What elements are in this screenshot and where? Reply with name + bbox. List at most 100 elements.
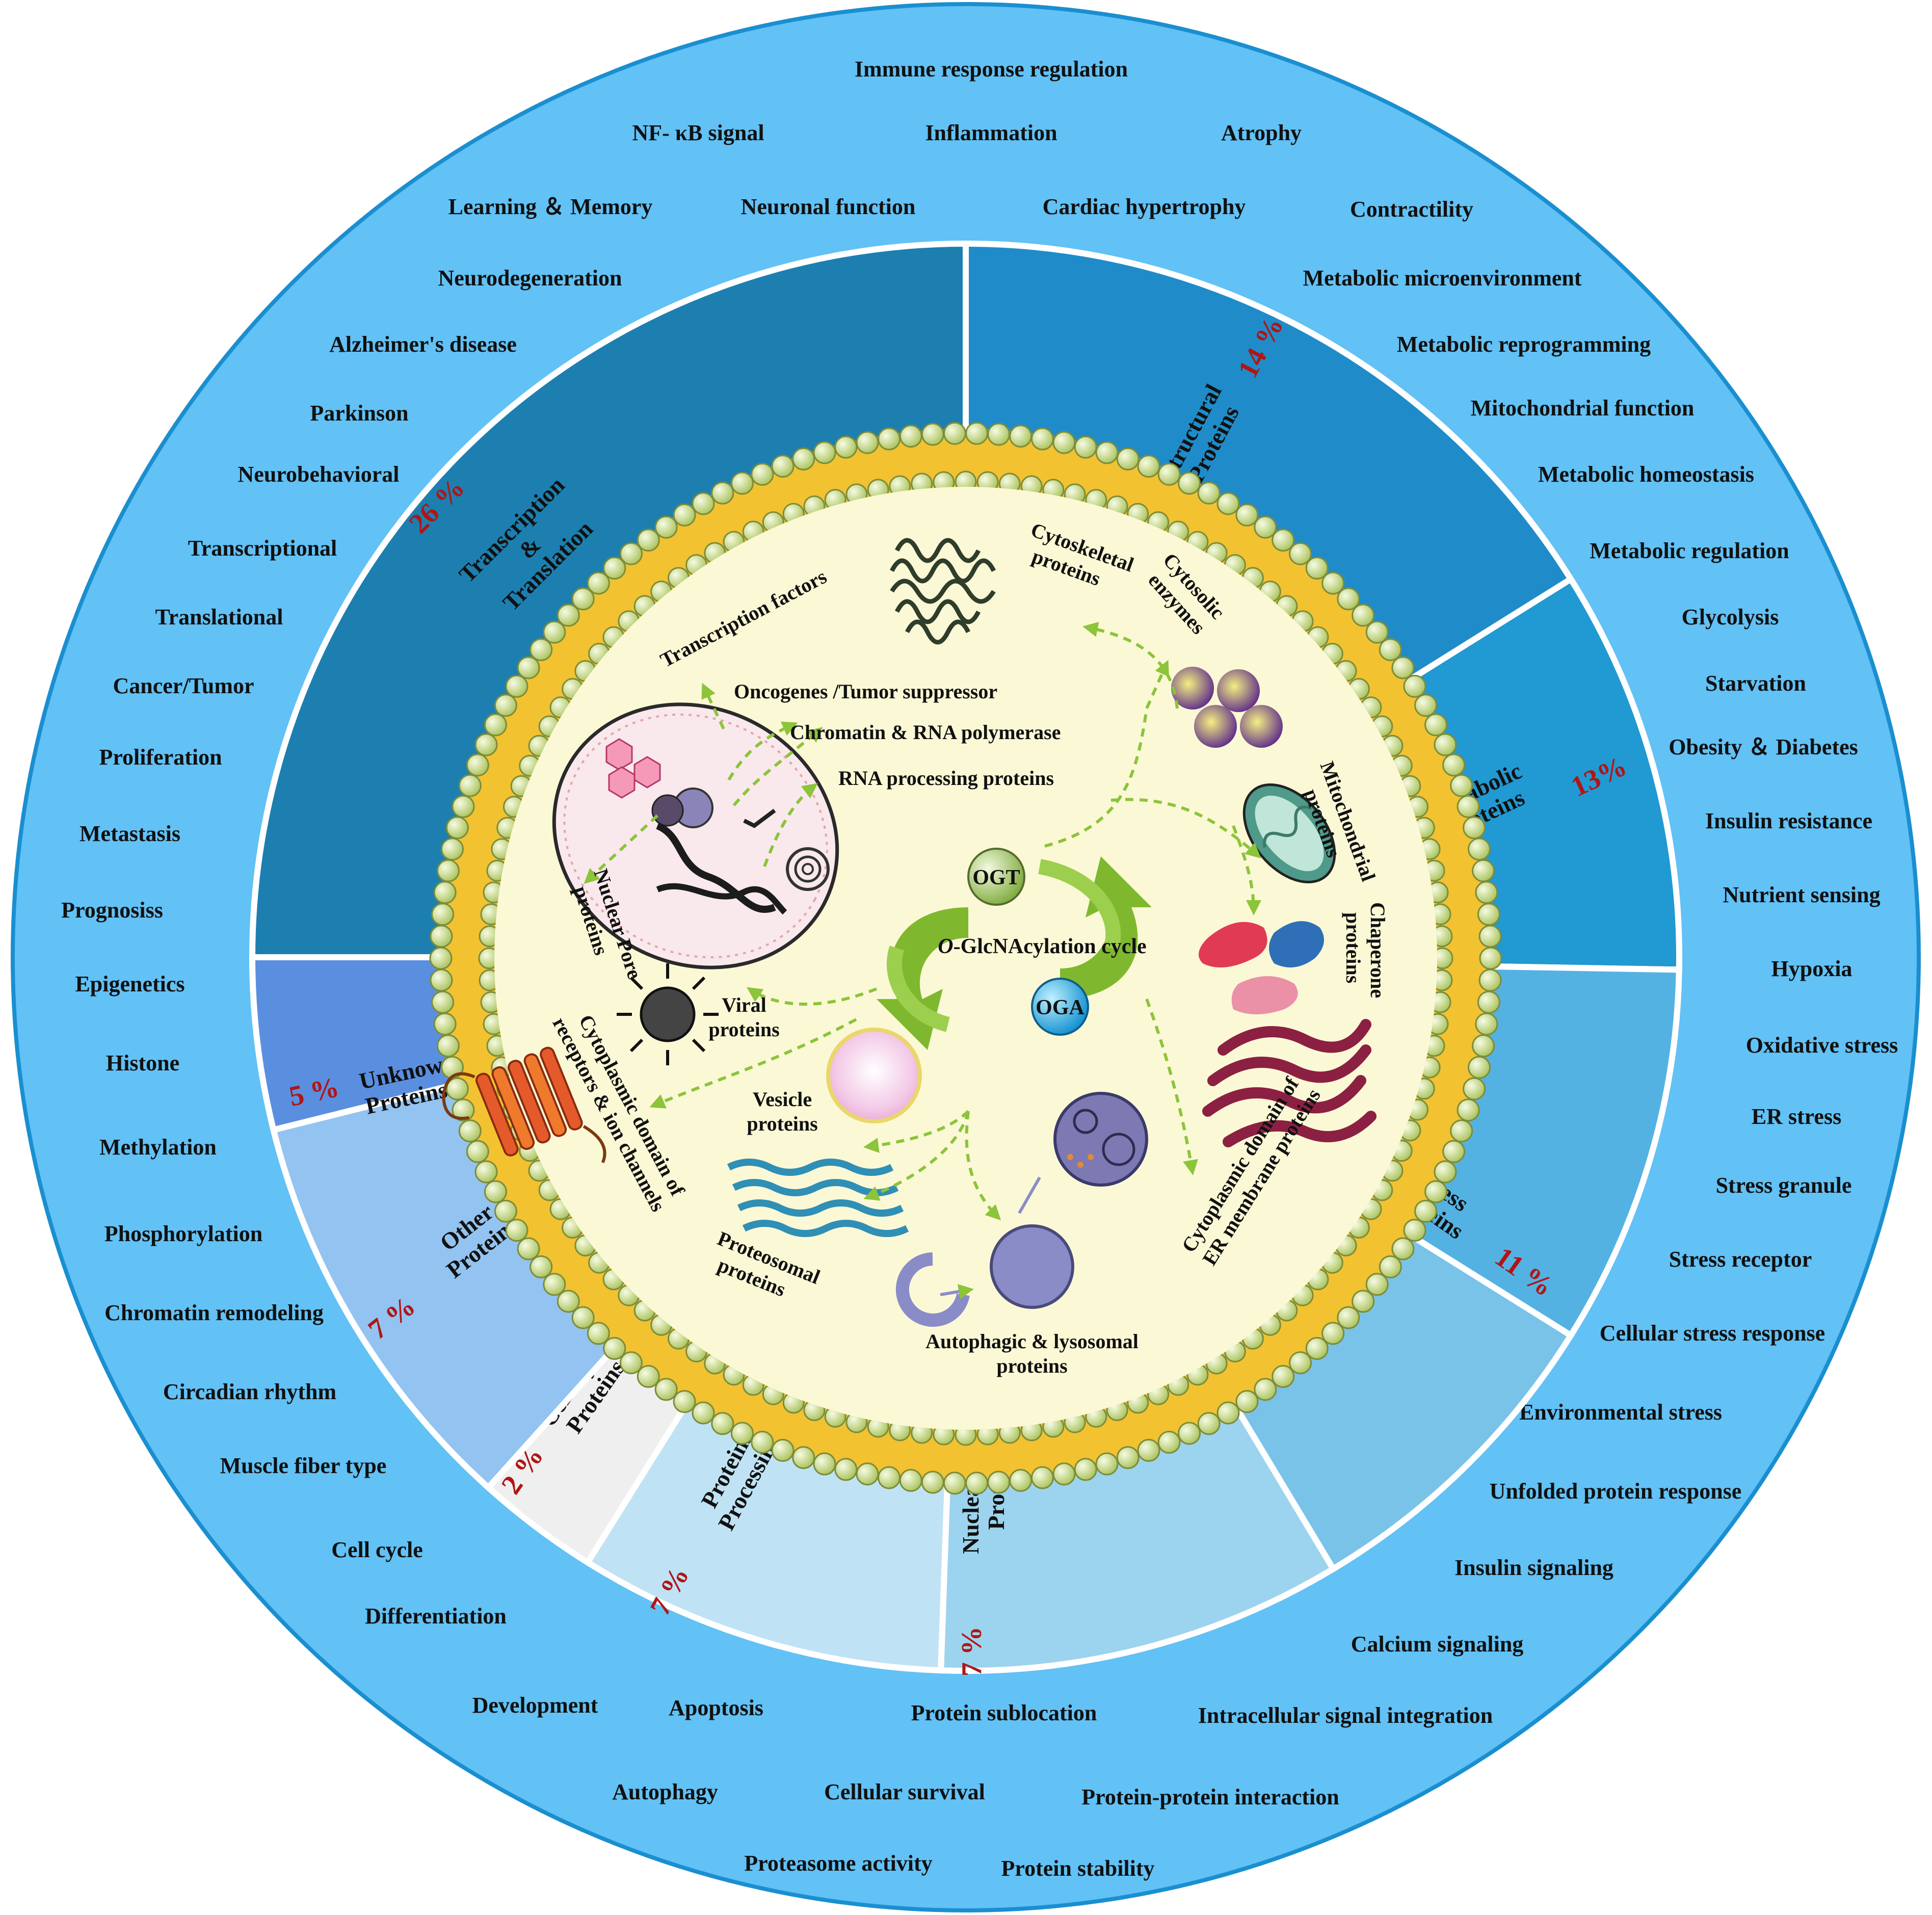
lipid-head: [505, 1219, 528, 1242]
lipid-head: [474, 733, 498, 756]
outer-function-label: Parkinson: [310, 401, 408, 426]
lipid-head: [878, 1466, 901, 1489]
lipid-head: [430, 968, 453, 992]
cytoskeleton-icon: [889, 538, 996, 645]
lipid-head: [1289, 1351, 1312, 1375]
lipid-head: [1457, 795, 1480, 818]
lipid-head: [603, 1336, 626, 1360]
label-viral-line1: Viral: [722, 993, 766, 1016]
outer-function-label: Transcriptional: [188, 536, 337, 561]
outer-function-label: Neurobehavioral: [238, 462, 400, 487]
cycle-title-prefix: O: [938, 935, 953, 958]
lipid-head: [1197, 1412, 1221, 1435]
lipid-head: [1414, 694, 1438, 717]
outer-function-label: Learning ＆ Memory: [448, 194, 653, 219]
lipid-head: [654, 515, 678, 539]
lipid-head: [899, 425, 922, 448]
lipid-head: [1216, 492, 1240, 515]
label-vesicle-line2: proteins: [747, 1112, 817, 1135]
outer-function-label: Inflammation: [925, 120, 1057, 145]
outer-function-label: Metabolic microenvironment: [1303, 266, 1581, 291]
lipid-head: [1337, 587, 1360, 611]
lipid-head: [1009, 425, 1033, 448]
lipid-head: [436, 1034, 460, 1058]
outer-function-label: Oxidative stress: [1746, 1033, 1898, 1058]
lipid-head: [441, 837, 464, 861]
lipid-head: [1157, 462, 1181, 486]
label-autophagic-line1: Autophagic & lysosomal: [925, 1330, 1139, 1353]
lipid-head: [1216, 1401, 1240, 1425]
lipid-head: [474, 1160, 498, 1184]
lipid-head: [433, 881, 457, 904]
lipid-heads-outer: [429, 422, 1502, 1495]
outer-function-label: Protein stability: [1001, 1856, 1154, 1881]
lipid-head: [1424, 713, 1448, 737]
lipid-head: [1475, 881, 1498, 904]
lipid-head: [1477, 990, 1500, 1014]
lipid-head: [452, 795, 475, 818]
lipid-head: [1178, 471, 1201, 495]
label-rna-processing: RNA processing proteins: [838, 767, 1054, 790]
lipid-head: [1442, 1140, 1466, 1163]
mitochondrion-icon: [1242, 783, 1336, 884]
outer-function-label: Stress granule: [1716, 1173, 1852, 1198]
lipid-head: [1074, 435, 1097, 459]
lipid-head: [1414, 1199, 1438, 1223]
outer-function-label: Insulin resistance: [1705, 808, 1872, 833]
outer-function-label: Metabolic homeostasis: [1538, 462, 1754, 487]
lipid-head: [1379, 638, 1402, 662]
virus-icon: [617, 963, 719, 1065]
lipid-head: [1478, 925, 1502, 948]
outer-function-label: Mitochondrial function: [1471, 396, 1695, 421]
outer-function-label: Insulin signaling: [1454, 1555, 1613, 1580]
lipid-head: [856, 431, 879, 454]
lipid-head: [1235, 1390, 1259, 1413]
lipid-head: [543, 1273, 566, 1296]
lipid-head: [1434, 733, 1457, 756]
lipid-head: [1116, 1446, 1140, 1470]
lipid-head: [921, 423, 944, 446]
outer-function-label: Neuronal function: [741, 194, 916, 219]
lipid-head: [1365, 620, 1389, 644]
lipid-head: [943, 1472, 966, 1495]
outer-function-label: Proliferation: [99, 745, 222, 770]
lipid-head: [1052, 1462, 1076, 1486]
label-chaperone: Chaperone proteins: [1342, 902, 1389, 998]
lipid-head: [484, 1180, 507, 1203]
outer-function-label: Calcium signaling: [1351, 1632, 1524, 1657]
lipid-head: [445, 1077, 469, 1100]
lipid-head: [1030, 1466, 1054, 1489]
lipid-head: [1424, 1180, 1448, 1203]
outer-function-label: Stress receptor: [1669, 1247, 1812, 1272]
lipid-head: [1095, 441, 1119, 464]
lipid-head: [1457, 1098, 1480, 1122]
lipid-head: [1434, 1160, 1457, 1184]
outer-function-label: Apoptosis: [669, 1695, 763, 1720]
sector-percent: 7 %: [956, 1627, 988, 1676]
lipid-head: [431, 903, 455, 926]
lipid-head: [943, 422, 966, 445]
lipid-head: [1178, 1422, 1201, 1445]
outer-function-label: Epigenetics: [75, 972, 184, 996]
label-autophagic: Autophagic & lysosomal proteins: [925, 1330, 1139, 1377]
lipid-head: [673, 1390, 696, 1413]
lipid-head: [458, 774, 482, 797]
lysosome-icon: [1053, 1092, 1148, 1187]
lipid-head: [813, 1452, 836, 1476]
outer-function-label: Metabolic regulation: [1590, 538, 1789, 563]
outer-function-label: Starvation: [1705, 671, 1806, 696]
lipid-head: [571, 587, 595, 611]
chaperone-icon: [1199, 921, 1324, 1014]
outer-function-label: Neurodegeneration: [438, 266, 622, 291]
outer-function-label: Phosphorylation: [104, 1221, 263, 1246]
outer-function-label: Chromatin remodeling: [104, 1300, 324, 1325]
outer-function-label: Muscle fiber type: [220, 1453, 387, 1478]
cycle-title-rest: -GlcNAcylation cycle: [954, 935, 1147, 958]
lipid-head: [458, 1119, 482, 1143]
label-viral: Viral proteins: [708, 993, 779, 1041]
outer-function-label: Translational: [155, 605, 283, 629]
lipid-head: [813, 441, 836, 464]
lipid-head: [1450, 1119, 1473, 1143]
lipid-head: [792, 447, 815, 470]
